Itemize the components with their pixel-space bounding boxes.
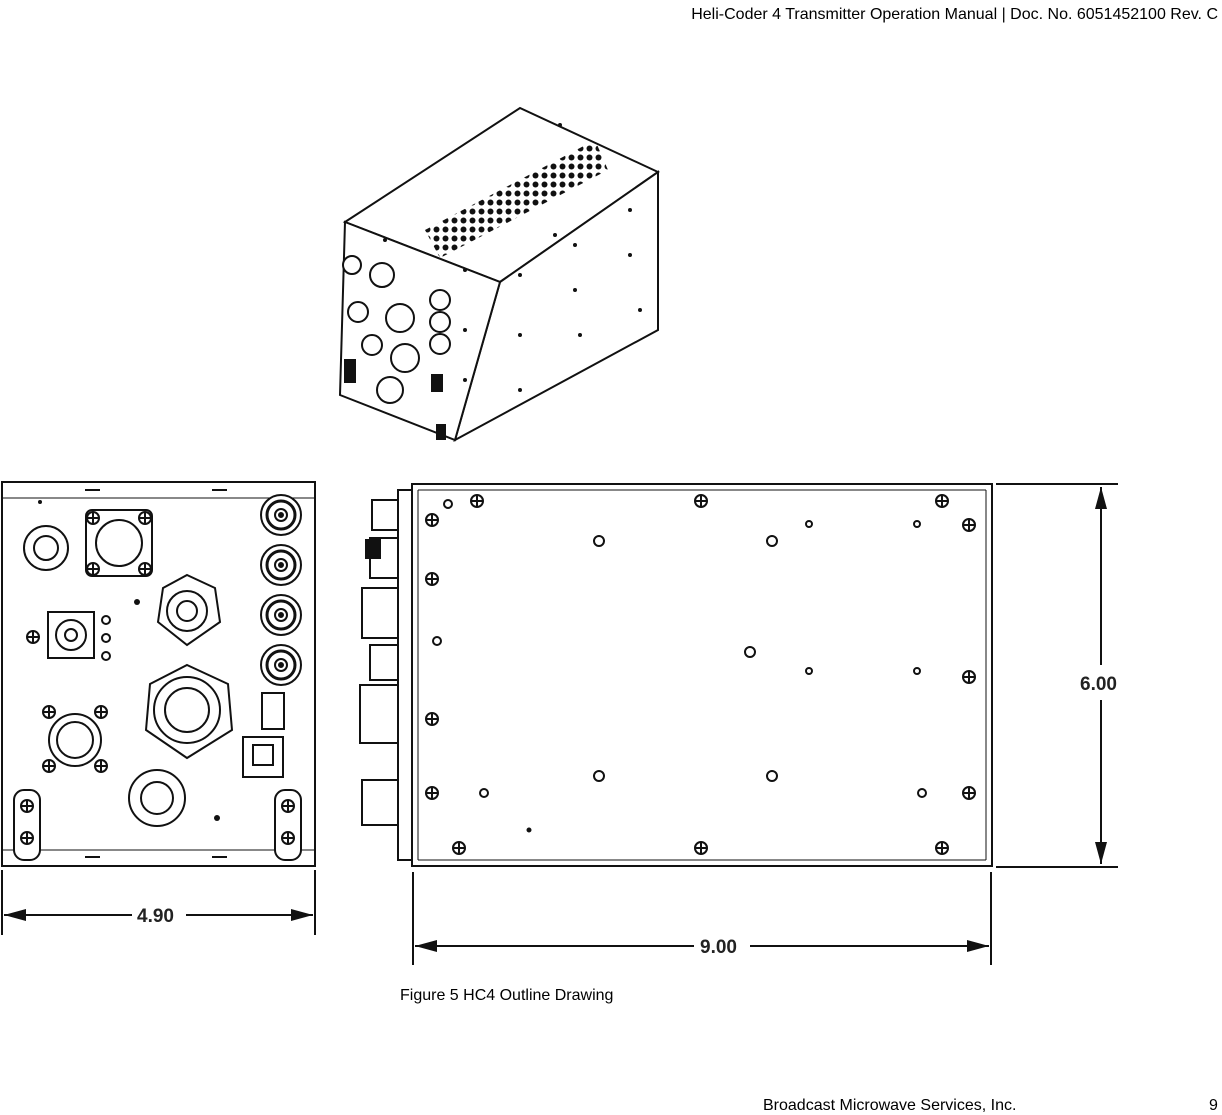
dimension-lines	[1, 483, 1118, 965]
length-dimension-label: 9.00	[700, 937, 737, 958]
height-dimension-label: 6.00	[1080, 674, 1117, 695]
front-view	[1, 481, 316, 867]
footer-company: Broadcast Microwave Services, Inc.	[763, 1097, 1017, 1114]
side-view	[359, 483, 993, 867]
width-dimension-label: 4.90	[137, 906, 174, 927]
isometric-view	[338, 106, 661, 443]
figure-caption: Figure 5 HC4 Outline Drawing	[400, 987, 614, 1004]
page-header: Heli-Coder 4 Transmitter Operation Manua…	[691, 6, 1218, 23]
page-number: 9	[1209, 1097, 1218, 1114]
